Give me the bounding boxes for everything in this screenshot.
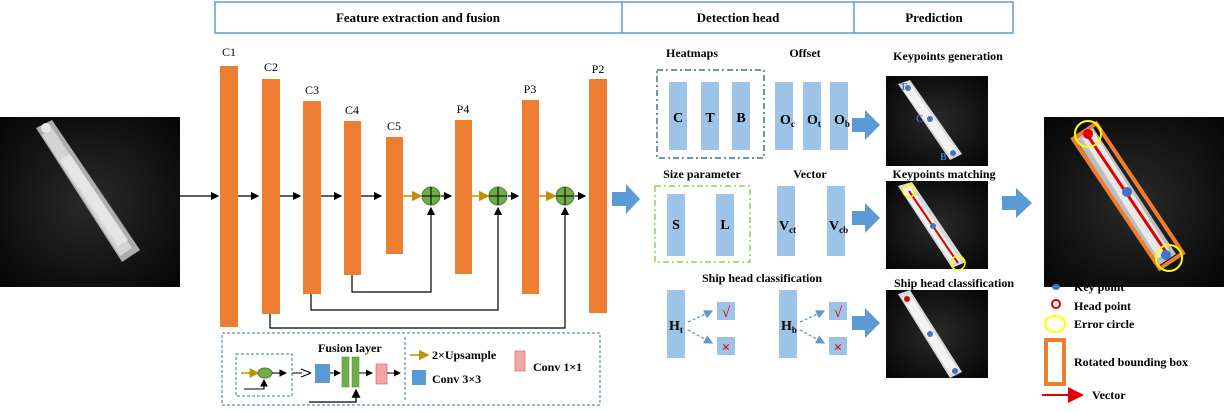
fusion-nodes bbox=[421, 186, 575, 206]
heatmap-b: B bbox=[736, 111, 745, 126]
kp-label-c: C bbox=[916, 114, 923, 125]
offset-ot: Ot bbox=[807, 113, 821, 129]
layer-c1-block bbox=[220, 66, 238, 327]
prediction-column: Keypoints generation T C B Keypoints mat… bbox=[886, 49, 1032, 378]
fusion-node-3 bbox=[555, 186, 575, 206]
cls-result-image bbox=[886, 290, 988, 378]
size-parameter-title: Size parameter bbox=[663, 167, 741, 181]
cross-mark-1: × bbox=[722, 340, 731, 356]
header-prediction: Prediction bbox=[905, 10, 963, 25]
layer-c5-block bbox=[386, 137, 403, 254]
layer-p3-block bbox=[522, 100, 539, 294]
legend-vector: Vector bbox=[1092, 388, 1126, 402]
vector-title: Vector bbox=[793, 167, 827, 181]
check-mark-1: √ bbox=[722, 305, 731, 321]
heatmaps-title: Heatmaps bbox=[666, 46, 718, 60]
arrow-to-detection-head bbox=[612, 184, 640, 214]
legend-rotated-box: Rotated bounding box bbox=[1074, 355, 1188, 369]
fusion-node-2 bbox=[488, 186, 508, 206]
label-c1: C1 bbox=[222, 45, 236, 59]
cross-mark-2: × bbox=[834, 340, 843, 356]
layer-p2-block bbox=[589, 79, 607, 313]
input-sar-image bbox=[0, 117, 180, 287]
arrow-head-to-kp-gen bbox=[852, 110, 880, 140]
backbone-labels: C1 C2 C3 C4 C5 P4 P3 P2 bbox=[222, 45, 604, 133]
vector-vct: Vct bbox=[779, 219, 796, 235]
legend-key-point: Key point bbox=[1074, 280, 1124, 294]
arrow-head-to-kp-match bbox=[852, 203, 880, 233]
conv1-swatch bbox=[514, 350, 526, 372]
kp-generation-image: T C B bbox=[886, 76, 988, 166]
size-l: L bbox=[720, 218, 729, 233]
header-bar: Feature extraction and fusion Detection … bbox=[214, 1, 1014, 34]
legend-head-point: Head point bbox=[1074, 299, 1131, 313]
kp-matching-image bbox=[886, 181, 988, 271]
error-circle-icon bbox=[1044, 315, 1066, 333]
check-mark-2: √ bbox=[834, 305, 843, 321]
label-p2: P2 bbox=[592, 62, 605, 76]
label-c4: C4 bbox=[345, 103, 359, 117]
ship-head-cls-title: Ship head classification bbox=[702, 271, 822, 285]
offset-ob: Ob bbox=[834, 113, 850, 129]
key-point-icon bbox=[1052, 284, 1060, 290]
conv3-swatch bbox=[412, 370, 426, 385]
header-feature-extraction: Feature extraction and fusion bbox=[336, 10, 501, 25]
prediction-legend: Key point Head point Error circle Rotate… bbox=[1042, 280, 1188, 403]
vector-vcb: Vcb bbox=[829, 219, 848, 235]
cls-ht: Ht bbox=[669, 319, 683, 335]
label-c2: C2 bbox=[264, 60, 278, 74]
offset-title: Offset bbox=[789, 46, 820, 60]
fusion-node-1 bbox=[421, 186, 441, 206]
label-c3: C3 bbox=[305, 83, 319, 97]
skip-connections bbox=[269, 206, 570, 329]
head-point-icon bbox=[1051, 299, 1061, 309]
arrow-to-final-result bbox=[1002, 188, 1032, 218]
conv3-legend-label: Conv 3×3 bbox=[432, 372, 481, 386]
header-detection-head: Detection head bbox=[697, 10, 780, 25]
heatmap-t: T bbox=[705, 111, 715, 126]
offset-oc: Oc bbox=[780, 113, 795, 129]
conv1-legend-label: Conv 1×1 bbox=[533, 360, 582, 374]
label-c5: C5 bbox=[387, 119, 401, 133]
cls-hb: Hb bbox=[781, 319, 797, 335]
label-p3: P3 bbox=[524, 82, 537, 96]
layer-c4-block bbox=[344, 121, 361, 275]
keypoints-generation-title: Keypoints generation bbox=[893, 49, 1003, 63]
label-p4: P4 bbox=[457, 102, 470, 116]
final-result-image bbox=[1044, 117, 1224, 287]
fusion-layer-title: Fusion layer bbox=[318, 341, 382, 355]
heatmap-c: C bbox=[673, 111, 683, 126]
backbone-blocks bbox=[220, 66, 607, 327]
detection-head: Heatmaps C T B Offset Oc Ot Ob Size para… bbox=[654, 46, 880, 358]
keypoints-matching-title: Keypoints matching bbox=[892, 167, 995, 181]
layer-c3-block bbox=[303, 101, 321, 294]
kp-label-b: B bbox=[940, 152, 947, 163]
size-s: S bbox=[672, 218, 680, 233]
legend-error-circle: Error circle bbox=[1074, 317, 1135, 331]
kp-label-t: T bbox=[900, 82, 907, 93]
upsample-legend-label: 2×Upsample bbox=[432, 348, 497, 362]
rotated-box-icon bbox=[1044, 338, 1066, 386]
layer-p4-block bbox=[455, 120, 472, 274]
ship-head-classification-title: Ship head classification bbox=[894, 276, 1014, 290]
arrow-head-to-cls bbox=[852, 308, 880, 338]
fusion-legend: Fusion layer 2×Upsample Conv 3×3 Conv 1×… bbox=[221, 332, 601, 406]
layer-c2-block bbox=[262, 79, 280, 314]
